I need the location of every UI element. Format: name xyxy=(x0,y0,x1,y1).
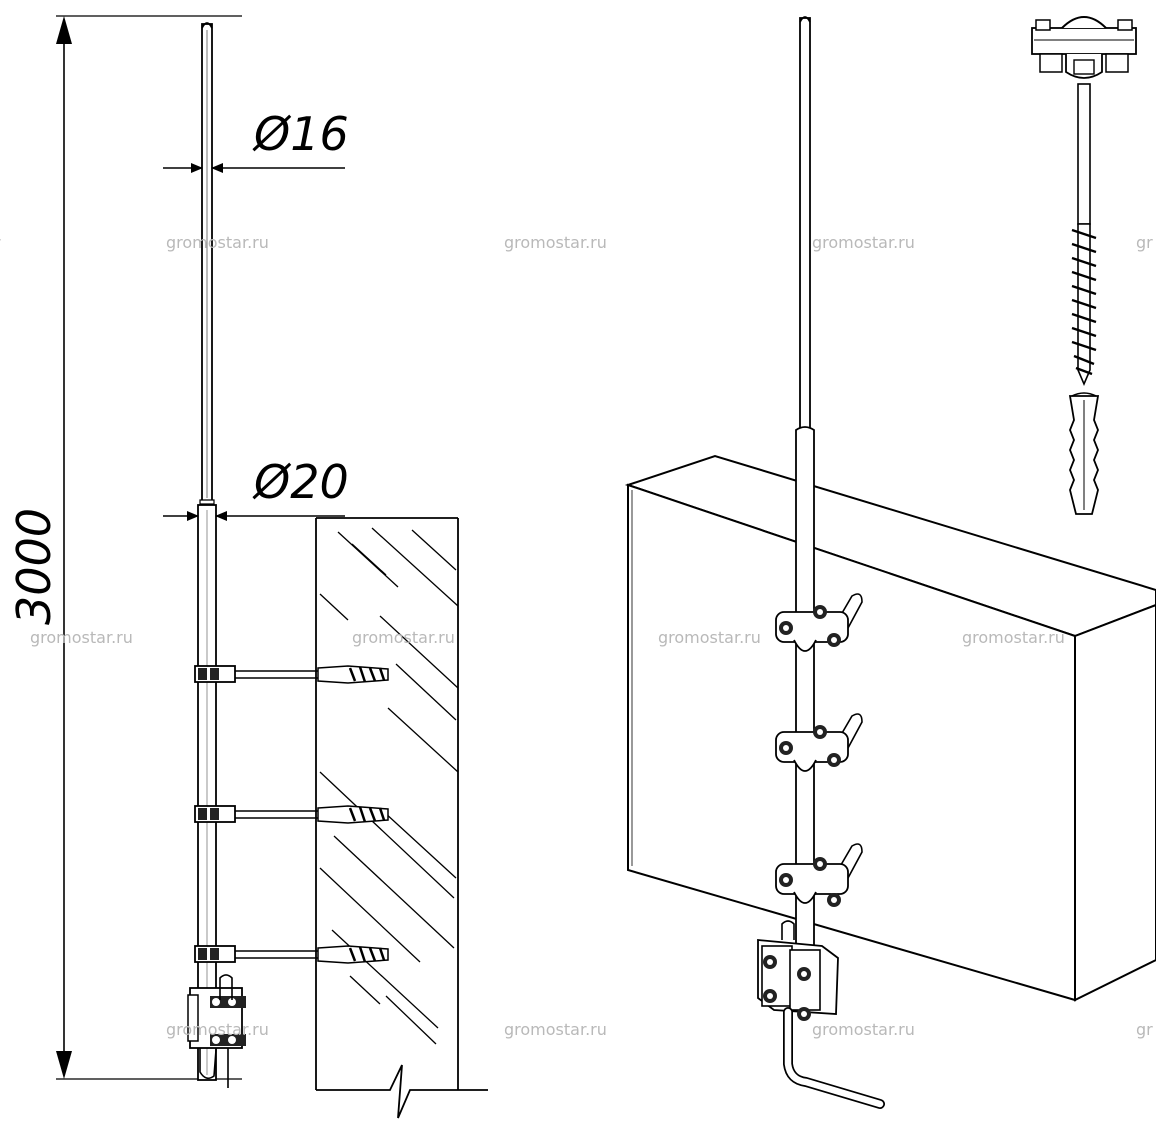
rod-lower xyxy=(197,499,217,1081)
watermarks: r gromostar.ru gromostar.ru gromostar.ru… xyxy=(0,233,1153,1039)
iso-conductor-clamp xyxy=(757,920,839,1021)
wall-section xyxy=(315,517,488,1119)
watermark: gromostar.ru xyxy=(812,1020,915,1039)
watermark: gr xyxy=(1136,233,1153,252)
watermark: gromostar.ru xyxy=(166,233,269,252)
diameter-16-label: Ø16 xyxy=(252,107,349,161)
watermark: gromostar.ru xyxy=(962,628,1065,647)
watermark: gr xyxy=(1136,1020,1153,1039)
diameter-20-dimension: Ø20 xyxy=(163,455,349,521)
anchor-screw-icon xyxy=(1071,83,1097,387)
wall-bracket xyxy=(194,665,389,684)
height-dimension: 3000 xyxy=(7,15,242,1080)
iso-wall-clamp xyxy=(775,713,863,772)
wall-bracket xyxy=(194,805,389,824)
wall-plug-icon xyxy=(1068,392,1100,515)
elevation-view: 3000 Ø16 Ø20 xyxy=(7,15,488,1119)
detail-parts xyxy=(1031,16,1137,515)
wall-bracket xyxy=(194,945,389,964)
wall-clamp-icon xyxy=(1031,16,1137,79)
watermark: gromostar.ru xyxy=(812,233,915,252)
down-conductor xyxy=(783,1007,885,1109)
watermark: gromostar.ru xyxy=(352,628,455,647)
isometric-view xyxy=(624,16,1156,1109)
iso-rod-lower xyxy=(795,426,815,1001)
iso-rod-upper xyxy=(799,16,811,431)
watermark: gromostar.ru xyxy=(30,628,133,647)
watermark: gromostar.ru xyxy=(166,1020,269,1039)
rod-upper xyxy=(201,22,213,505)
diameter-16-dimension: Ø16 xyxy=(163,107,349,173)
watermark: r xyxy=(0,233,1,252)
wall-block xyxy=(624,454,1156,1002)
height-label: 3000 xyxy=(7,508,61,625)
iso-wall-clamp xyxy=(775,593,863,652)
watermark: gromostar.ru xyxy=(504,233,607,252)
watermark: gromostar.ru xyxy=(504,1020,607,1039)
conductor-clamp xyxy=(187,974,246,1088)
iso-wall-clamp xyxy=(775,843,863,907)
watermark: gromostar.ru xyxy=(658,628,761,647)
diameter-20-label: Ø20 xyxy=(252,455,349,509)
